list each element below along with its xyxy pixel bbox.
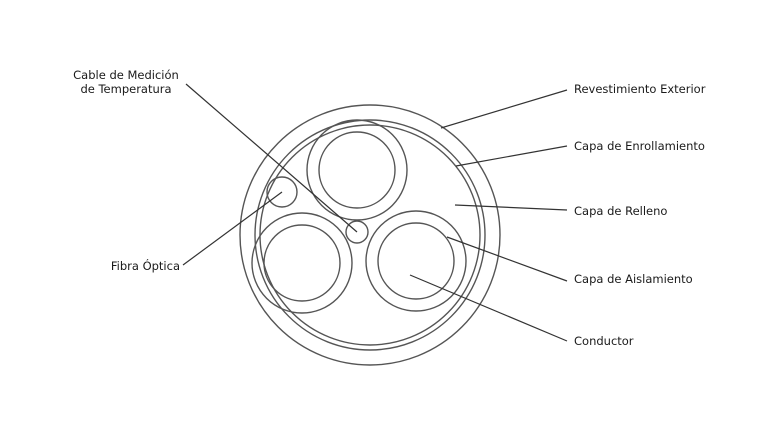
insulation-layer-label: Capa de Aislamiento [574,272,693,286]
conductor-leader [409,274,568,342]
wrapping-layer-label: Capa de Enrollamiento [574,139,705,153]
conductor-label: Conductor [574,334,634,348]
temp-cable-label-line2: de Temperatura [80,82,172,96]
temp-cable-label-line1: Cable de Medición [73,68,179,82]
optical-fiber-leader [182,191,283,266]
right-core-insulation [365,210,467,312]
temp-cable-label: Cable de Medición de Temperatura [56,68,196,96]
insulation-layer-leader [446,236,568,282]
filler-layer-label: Capa de Relleno [574,204,668,218]
optical-fiber-label: Fibra Óptica [110,259,180,273]
optical-fiber-circle [266,176,298,208]
left-core-insulation [251,212,353,314]
outer-sheath-ring [239,104,501,366]
filler-layer-leader [454,204,568,211]
left-core-conductor [263,224,341,302]
temp-cable-leader [185,83,358,233]
wrapping-layer-leader [455,145,568,167]
top-core-insulation [306,119,408,221]
outer-sheath-leader [440,89,568,129]
top-core-conductor [318,131,396,209]
outer-sheath-label: Revestimiento Exterior [574,82,706,96]
temperature-cable-circle [345,220,369,244]
wrapping-layer-outer-ring [254,119,486,351]
right-core-conductor [377,222,455,300]
